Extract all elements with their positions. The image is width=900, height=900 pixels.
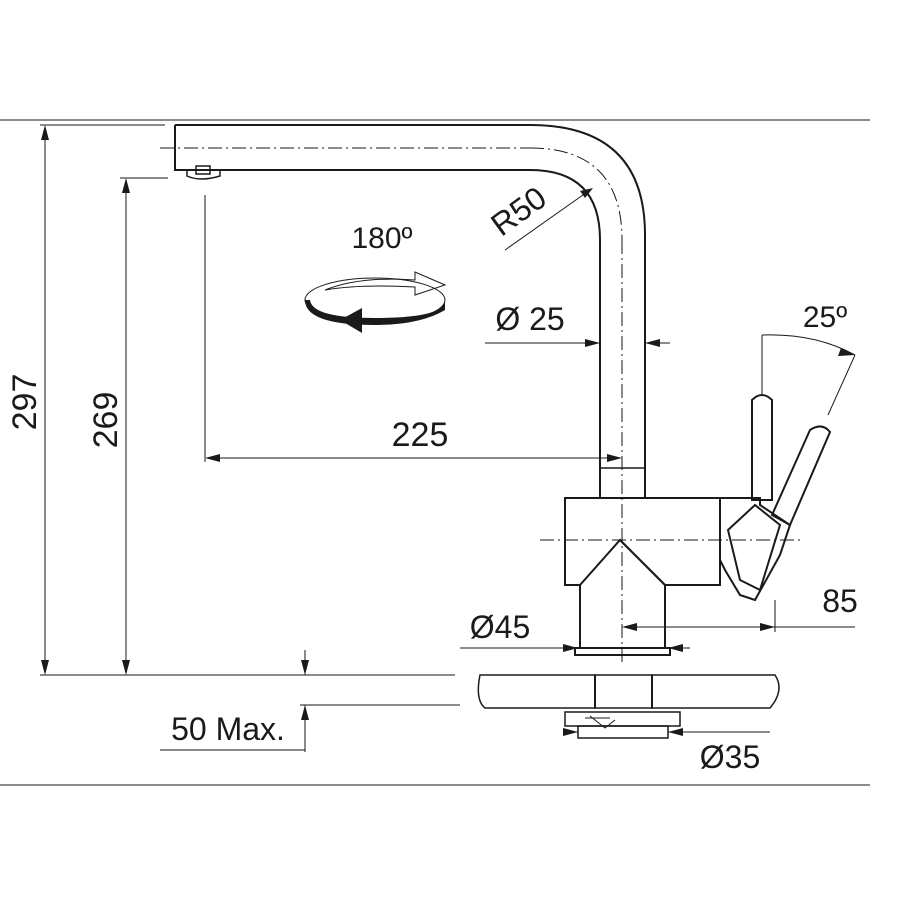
mounting-nut <box>564 711 681 739</box>
label-spout-diameter: Ø 25 <box>495 301 564 337</box>
label-hole-diameter: Ø35 <box>700 739 760 775</box>
lever-upright <box>751 394 773 501</box>
label-rotation: 180º <box>351 222 412 255</box>
label-bend-radius: R50 <box>484 179 553 243</box>
label-lever-offset: 85 <box>822 583 858 619</box>
rotation-arrow-icon <box>304 271 447 333</box>
drawing-frame <box>0 119 870 786</box>
faucet-spout <box>174 124 646 498</box>
aerator <box>186 165 221 180</box>
label-spout-reach: 225 <box>392 416 449 454</box>
label-lever-angle: 25º <box>803 301 847 334</box>
dimension-labels: 297 269 225 R50 180º Ø 25 25º 85 Ø45 Ø35… <box>6 179 858 775</box>
countertop <box>477 674 780 739</box>
label-total-height: 297 <box>6 374 44 431</box>
label-spout-height: 269 <box>87 392 125 449</box>
label-base-diameter: Ø45 <box>470 609 530 645</box>
faucet-body <box>564 394 832 656</box>
label-countertop-thickness: 50 Max. <box>171 711 285 747</box>
lever-tilted <box>770 425 832 527</box>
dimension-lines <box>40 124 856 752</box>
centerlines <box>160 147 800 665</box>
